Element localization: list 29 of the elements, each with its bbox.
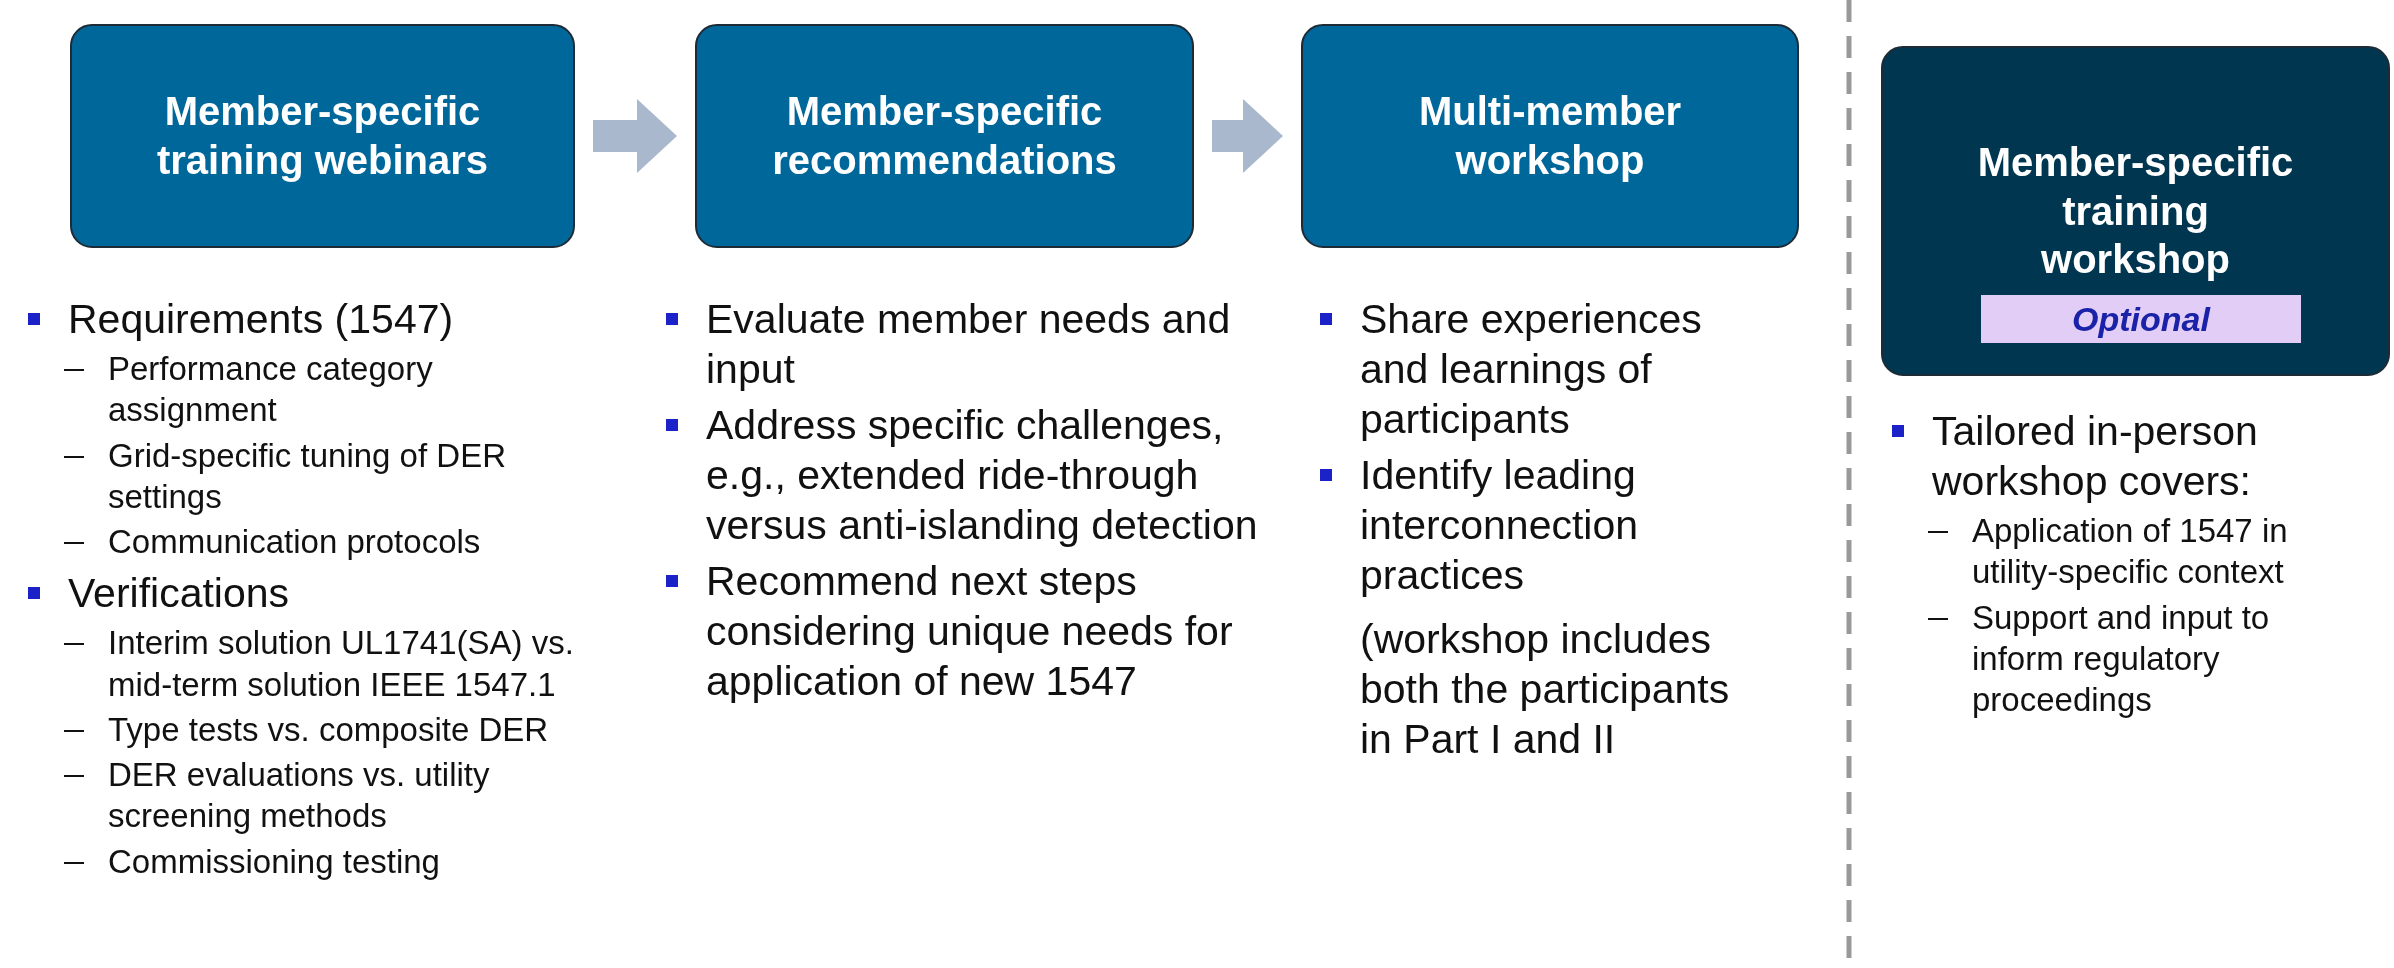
bullet-text: Interim solution UL1741(SA) vs. mid-term solution IEEE 1547.1 <box>108 624 574 703</box>
process-box <box>695 24 1194 248</box>
box-title: Multi-member workshop <box>1417 88 1683 184</box>
bullet-text: Tailored in-person workshop covers: <box>1932 408 2258 504</box>
box-title: Member-specific training webinars <box>155 88 490 184</box>
bullet-text: Type tests vs. composite DER <box>108 710 549 748</box>
bullet-text: Share experiences and learnings of participants <box>1360 296 1702 443</box>
box-title: Member-specific training workshop <box>1976 138 2295 284</box>
bullet-text: Address specific challenges, e.g., extended ride-through versus anti-islanding detection <box>706 402 1258 549</box>
bullet-text: Communication protocols <box>108 523 481 560</box>
bullet-text: Identify leading interconnection practices <box>1360 452 1639 599</box>
bullet-text: DER evaluations vs. utility screening methods <box>108 756 490 835</box>
process-box <box>1881 46 2390 376</box>
bullet-text: Support and input to inform regulatory proceedings <box>1972 598 2270 719</box>
process-box <box>70 24 575 248</box>
process-box <box>1301 24 1799 248</box>
note-text: (workshop includes both the participants in Part I and II <box>1360 616 1730 763</box>
bullet-text: Verifications <box>68 570 290 617</box>
bullet-text: Commissioning testing <box>108 842 440 880</box>
arrow <box>593 99 677 173</box>
bullet-text: Grid-specific tuning of DER settings <box>108 436 506 515</box>
box-title: Member-specific recommendations <box>771 88 1118 184</box>
bullet-text: Recommend next steps considering unique needs for application of new 1547 <box>706 558 1233 705</box>
bullet-text: Requirements (1547) <box>68 296 454 342</box>
arrow <box>1212 99 1283 173</box>
bullet-text: Performance category assignment <box>108 350 433 429</box>
bullet-text: Evaluate member needs and input <box>706 296 1231 392</box>
bullet-text: Application of 1547 in utility-specific context <box>1972 512 2288 591</box>
status-badge: Optional <box>1981 295 2301 343</box>
